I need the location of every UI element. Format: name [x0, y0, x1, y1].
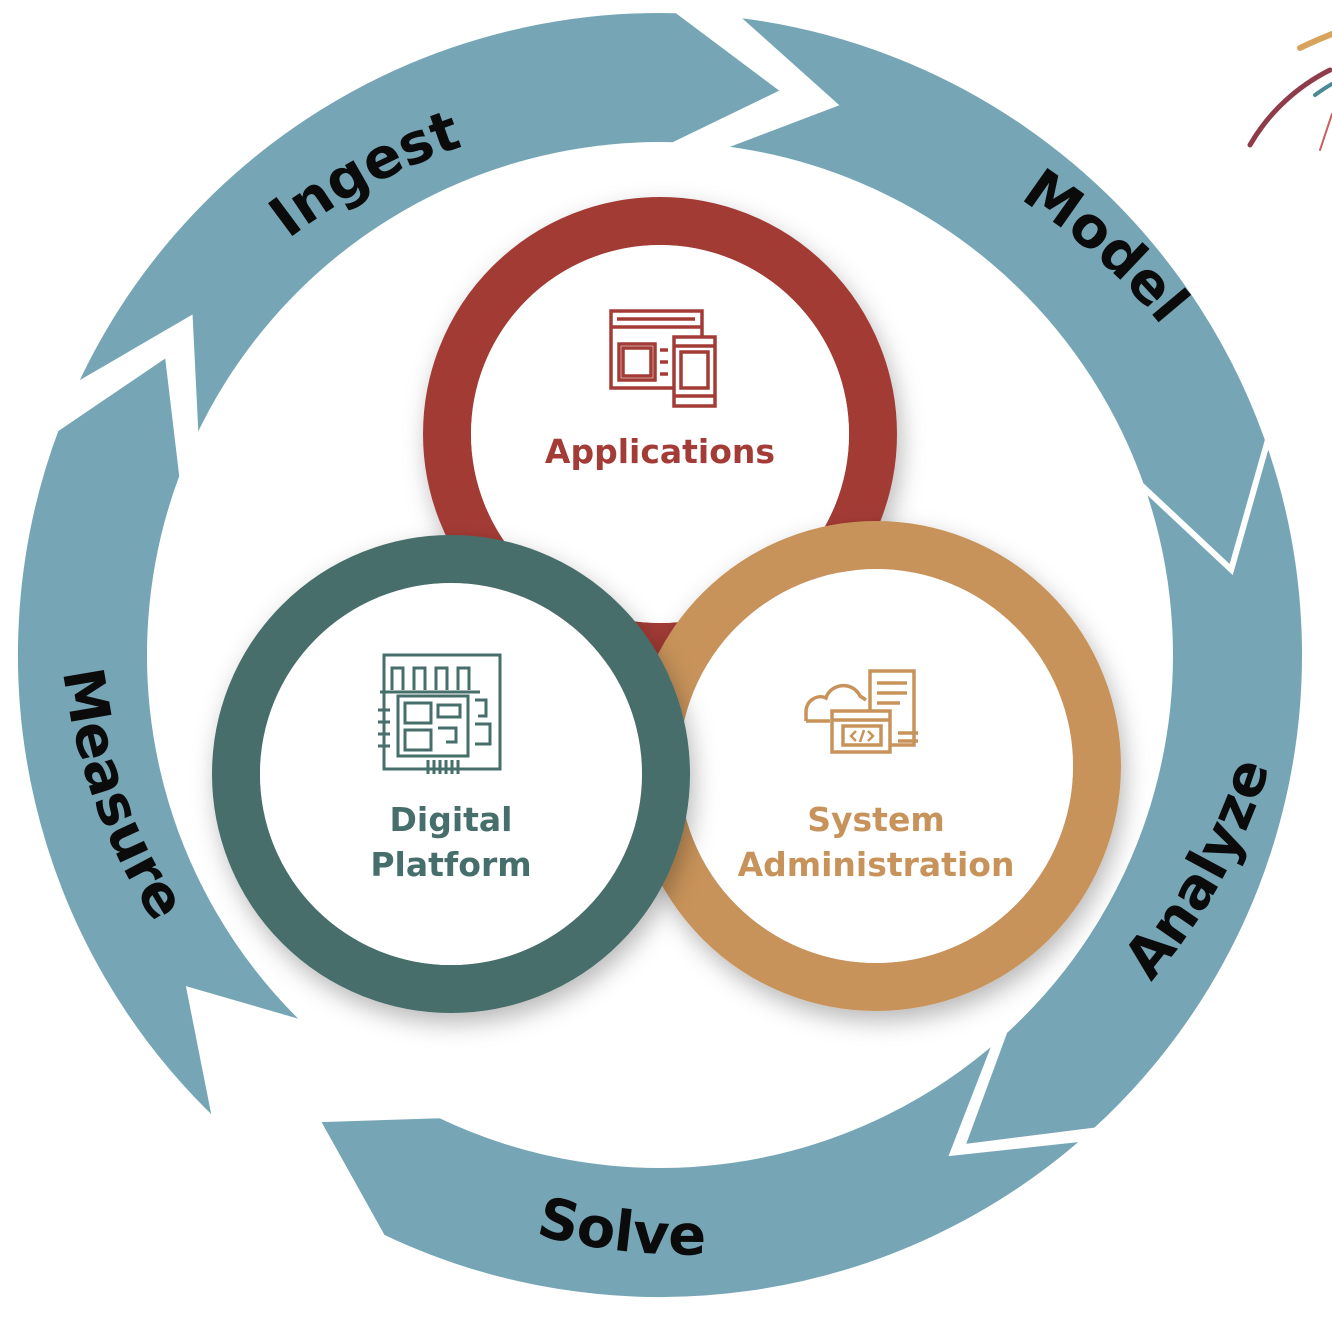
applications-ring [423, 197, 897, 671]
digital-platform-circle: Digital Platform [212, 535, 690, 1013]
applications-disc [471, 245, 849, 623]
circuit-board-icon [378, 653, 502, 774]
digital-platform-label-line2: Platform [370, 845, 531, 884]
brush-stroke-decoration [1247, 31, 1332, 151]
cycle-ring [11, 6, 1308, 1304]
cycle-segment-solve [311, 1034, 1097, 1304]
system-administration-circle: System Administration [631, 521, 1121, 1011]
cycle-segment-ingest [66, 6, 791, 445]
applications-circle: Applications [423, 197, 897, 671]
cycle-segment-measure [11, 348, 311, 1132]
system-administration-disc [679, 569, 1073, 963]
system-administration-label-line2: Administration [738, 845, 1015, 884]
applications-label: Applications [545, 432, 775, 471]
system-administration-label-line1: System [807, 800, 944, 839]
digital-platform-label-line1: Digital [390, 800, 513, 839]
cloud-server-code-icon [804, 669, 918, 754]
application-windows-icon [609, 309, 717, 408]
cycle-segment-analyze [957, 429, 1308, 1151]
digital-platform-ring [212, 535, 690, 1013]
